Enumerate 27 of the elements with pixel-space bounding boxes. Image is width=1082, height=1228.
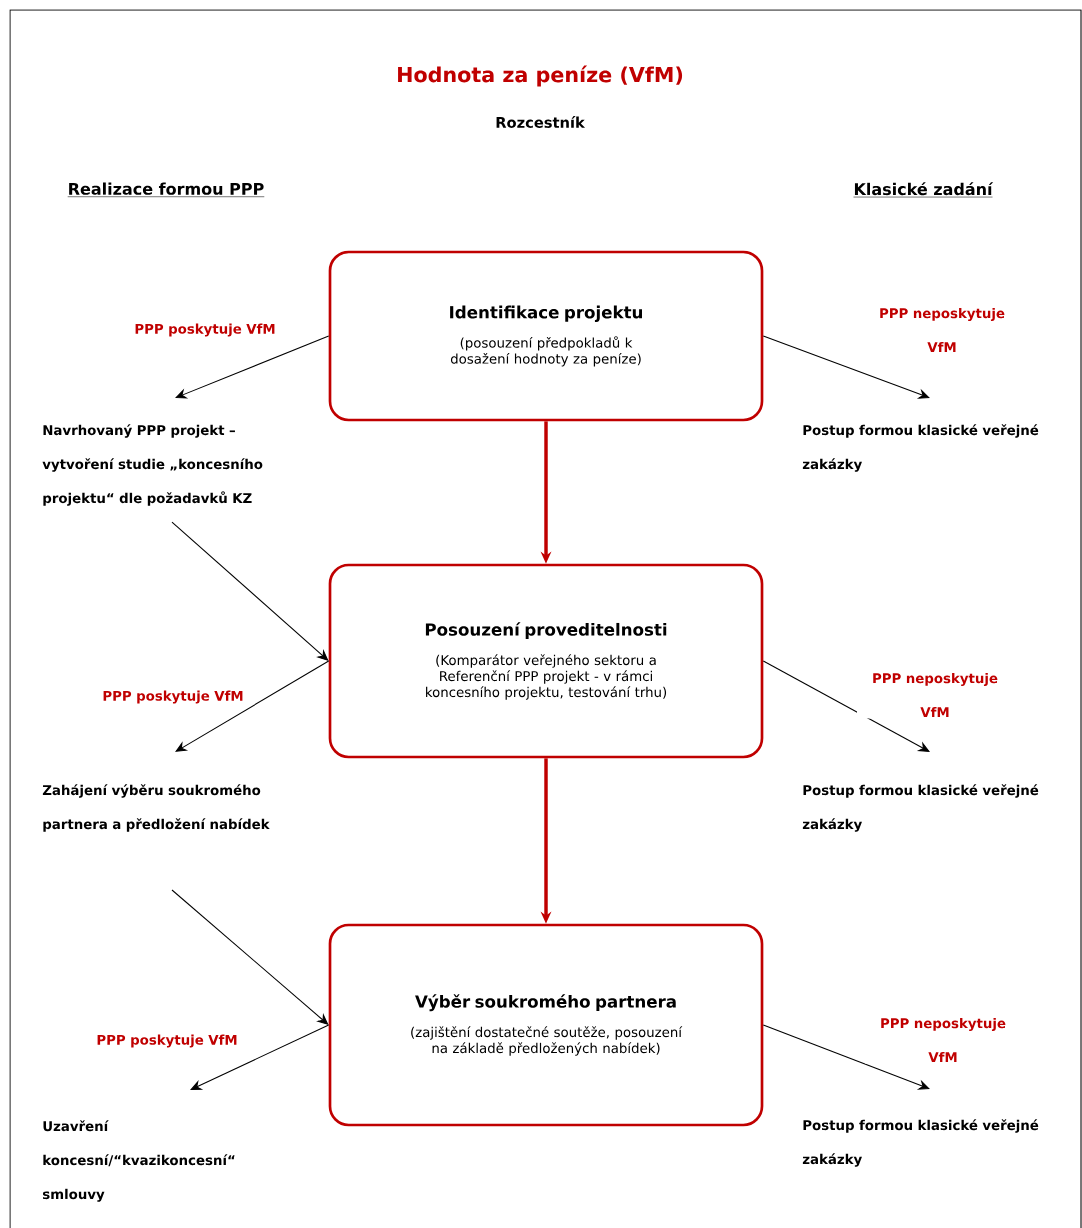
title: Hodnota za peníze (VfM) bbox=[398, 65, 683, 87]
arrow bbox=[175, 660, 330, 752]
edge-label: PPP neposkytuje VfM bbox=[865, 1016, 1021, 1064]
step-text: Navrhovaný PPP projekt – vytvoření studie „koncesního projektu“ dle požadavků KZ bbox=[42, 424, 263, 506]
edge-label: PPP neposkytuje VfM bbox=[864, 306, 1020, 354]
process-box: Výběr soukromého partnera (zajištění dostatečné soutěže, posouzení na základě předložených nabídek) bbox=[328, 923, 764, 1127]
arrow bbox=[175, 335, 330, 399]
edge-label: PPP poskytuje VfM bbox=[89, 1033, 245, 1049]
column-heading: Realizace formou PPP bbox=[67, 182, 265, 197]
process-box: Identifikace projektu (posouzení předpokladů k dosažení hodnoty za peníze) bbox=[328, 250, 764, 422]
edge-label: PPP neposkytuje VfM bbox=[857, 671, 1013, 719]
arrow bbox=[171, 521, 329, 661]
step-text: Zahájení výběru soukromého partnera a předložení nabídek bbox=[42, 784, 270, 832]
arrow bbox=[762, 1024, 930, 1090]
step-text: Postup formou klasické veřejné zakázky bbox=[802, 424, 1039, 472]
arrow bbox=[762, 660, 930, 752]
process-box: Posouzení proveditelnosti (Komparátor veřejného sektoru a Referenční PPP projekt - v rámci koncesního projektu, testování trhu) bbox=[328, 563, 764, 759]
arrow bbox=[171, 889, 329, 1025]
edge-label: PPP poskytuje VfM bbox=[127, 322, 283, 338]
arrow bbox=[190, 1024, 330, 1090]
step-text: Postup formou klasické veřejné zakázky bbox=[802, 784, 1039, 832]
subtitle: Rozcestník bbox=[496, 116, 586, 128]
step-text: Postup formou klasické veřejné zakázky bbox=[802, 1119, 1039, 1167]
column-heading: Klasické zadání bbox=[853, 182, 994, 198]
edge-label: PPP poskytuje VfM bbox=[95, 689, 251, 705]
arrow bbox=[762, 335, 930, 399]
step-text: Uzavření koncesní/“kvazikoncesní“ smlouvy bbox=[42, 1120, 235, 1202]
